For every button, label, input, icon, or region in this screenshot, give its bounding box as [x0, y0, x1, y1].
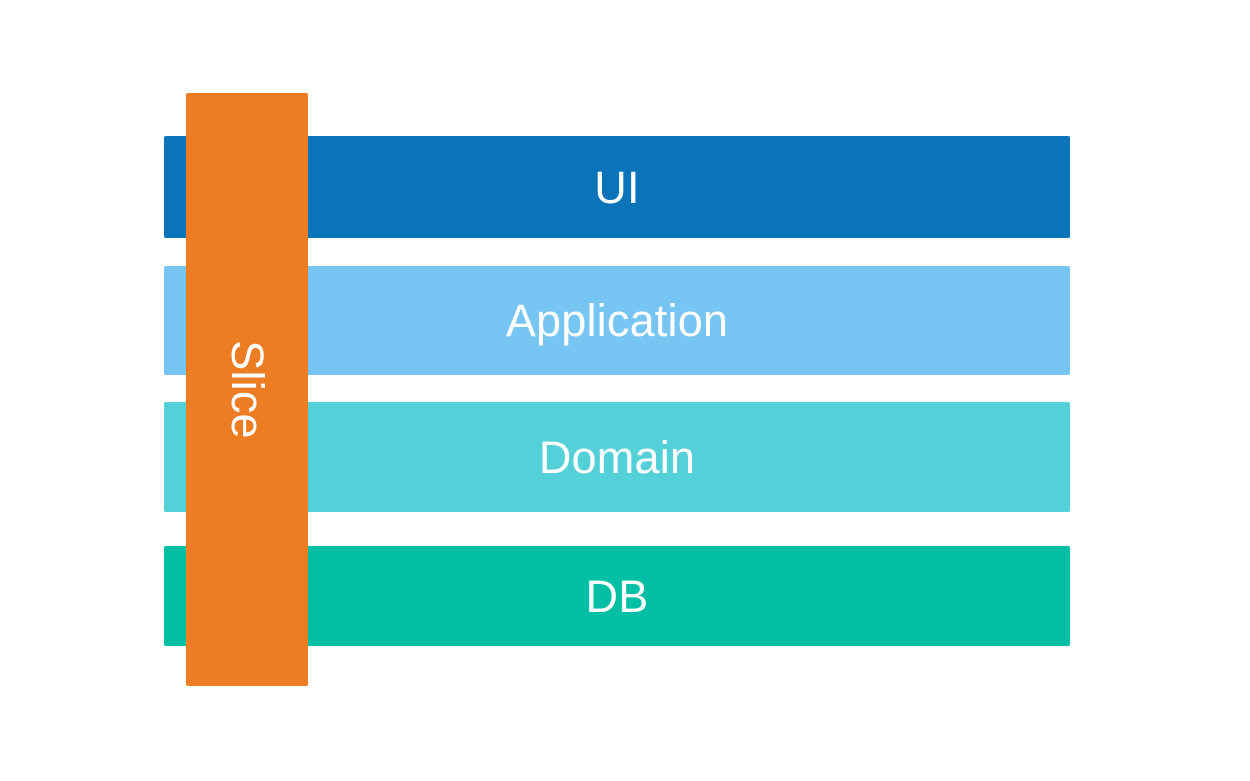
vertical-slice-band: Slice	[186, 93, 308, 686]
layer-label-application: Application	[505, 295, 729, 346]
layer-bar-ui: UI	[164, 136, 1070, 238]
layer-label-domain: Domain	[538, 431, 696, 483]
layer-bar-application: Application	[164, 266, 1070, 375]
layer-bar-domain: Domain	[164, 402, 1070, 512]
layer-bar-db: DB	[164, 546, 1070, 646]
vertical-slice-label: Slice	[221, 340, 273, 439]
layer-label-db: DB	[585, 570, 649, 622]
layer-label-ui: UI	[594, 161, 640, 213]
